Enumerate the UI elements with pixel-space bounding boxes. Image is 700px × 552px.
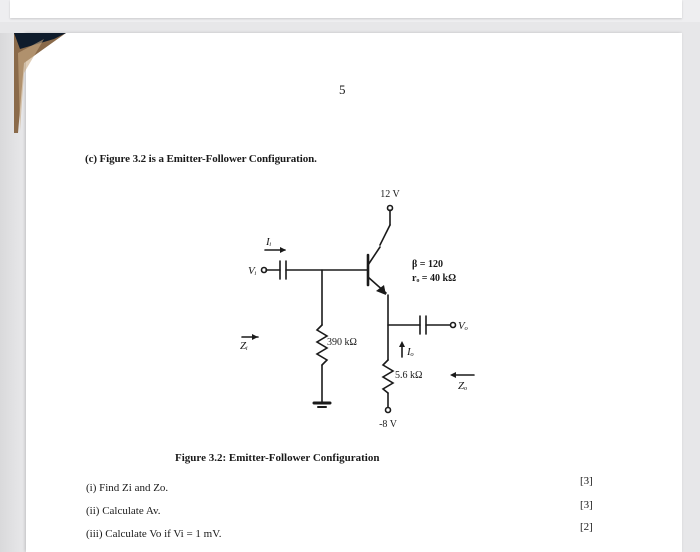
zi-label: Zᵢ [240,340,248,352]
rb-resistor [315,324,329,366]
question-3-marks: [2] [580,521,593,533]
rb-label: 390 kΩ [327,337,357,348]
zo-label: Zₒ [458,380,467,392]
section-title: (c) Figure 3.2 is a Emitter-Follower Con… [85,153,317,165]
figure-caption: Figure 3.2: Emitter-Follower Configurati… [175,452,380,464]
question-1: (i) Find Zi and Zo. [86,482,169,494]
page-number: 5 [339,82,346,97]
io-label: Iₒ [406,346,414,358]
question-1-marks: [3] [580,475,593,487]
re-label: 5.6 kΩ [395,370,422,381]
question-2: (ii) Calculate Av. [86,505,161,517]
vee-label: -8 V [379,419,398,430]
output-terminal [449,321,457,329]
document-page [26,33,682,552]
previous-page-edge [10,0,682,18]
question-2-marks: [3] [580,499,593,511]
beta-label: β = 120 [412,259,443,270]
vi-label: Vᵢ [248,265,257,277]
left-margin-shadow [0,33,26,552]
vee-terminal [384,406,392,414]
question-3: (iii) Calculate Vo if Vi = 1 mV. [86,528,222,540]
emitter-follower-circuit-diagram: 12 V Vᵢ Iᵢ Zᵢ 390 kΩ β = 120 rₒ = 40 kΩ … [240,189,475,430]
ii-label: Iᵢ [265,236,272,248]
ro-label: rₒ = 40 kΩ [412,273,456,284]
binder-clip-icon [14,33,66,133]
collector-lead [379,224,391,246]
vo-label: Vₒ [458,320,468,332]
re-resistor [381,359,395,394]
vcc-label: 12 V [380,189,400,200]
